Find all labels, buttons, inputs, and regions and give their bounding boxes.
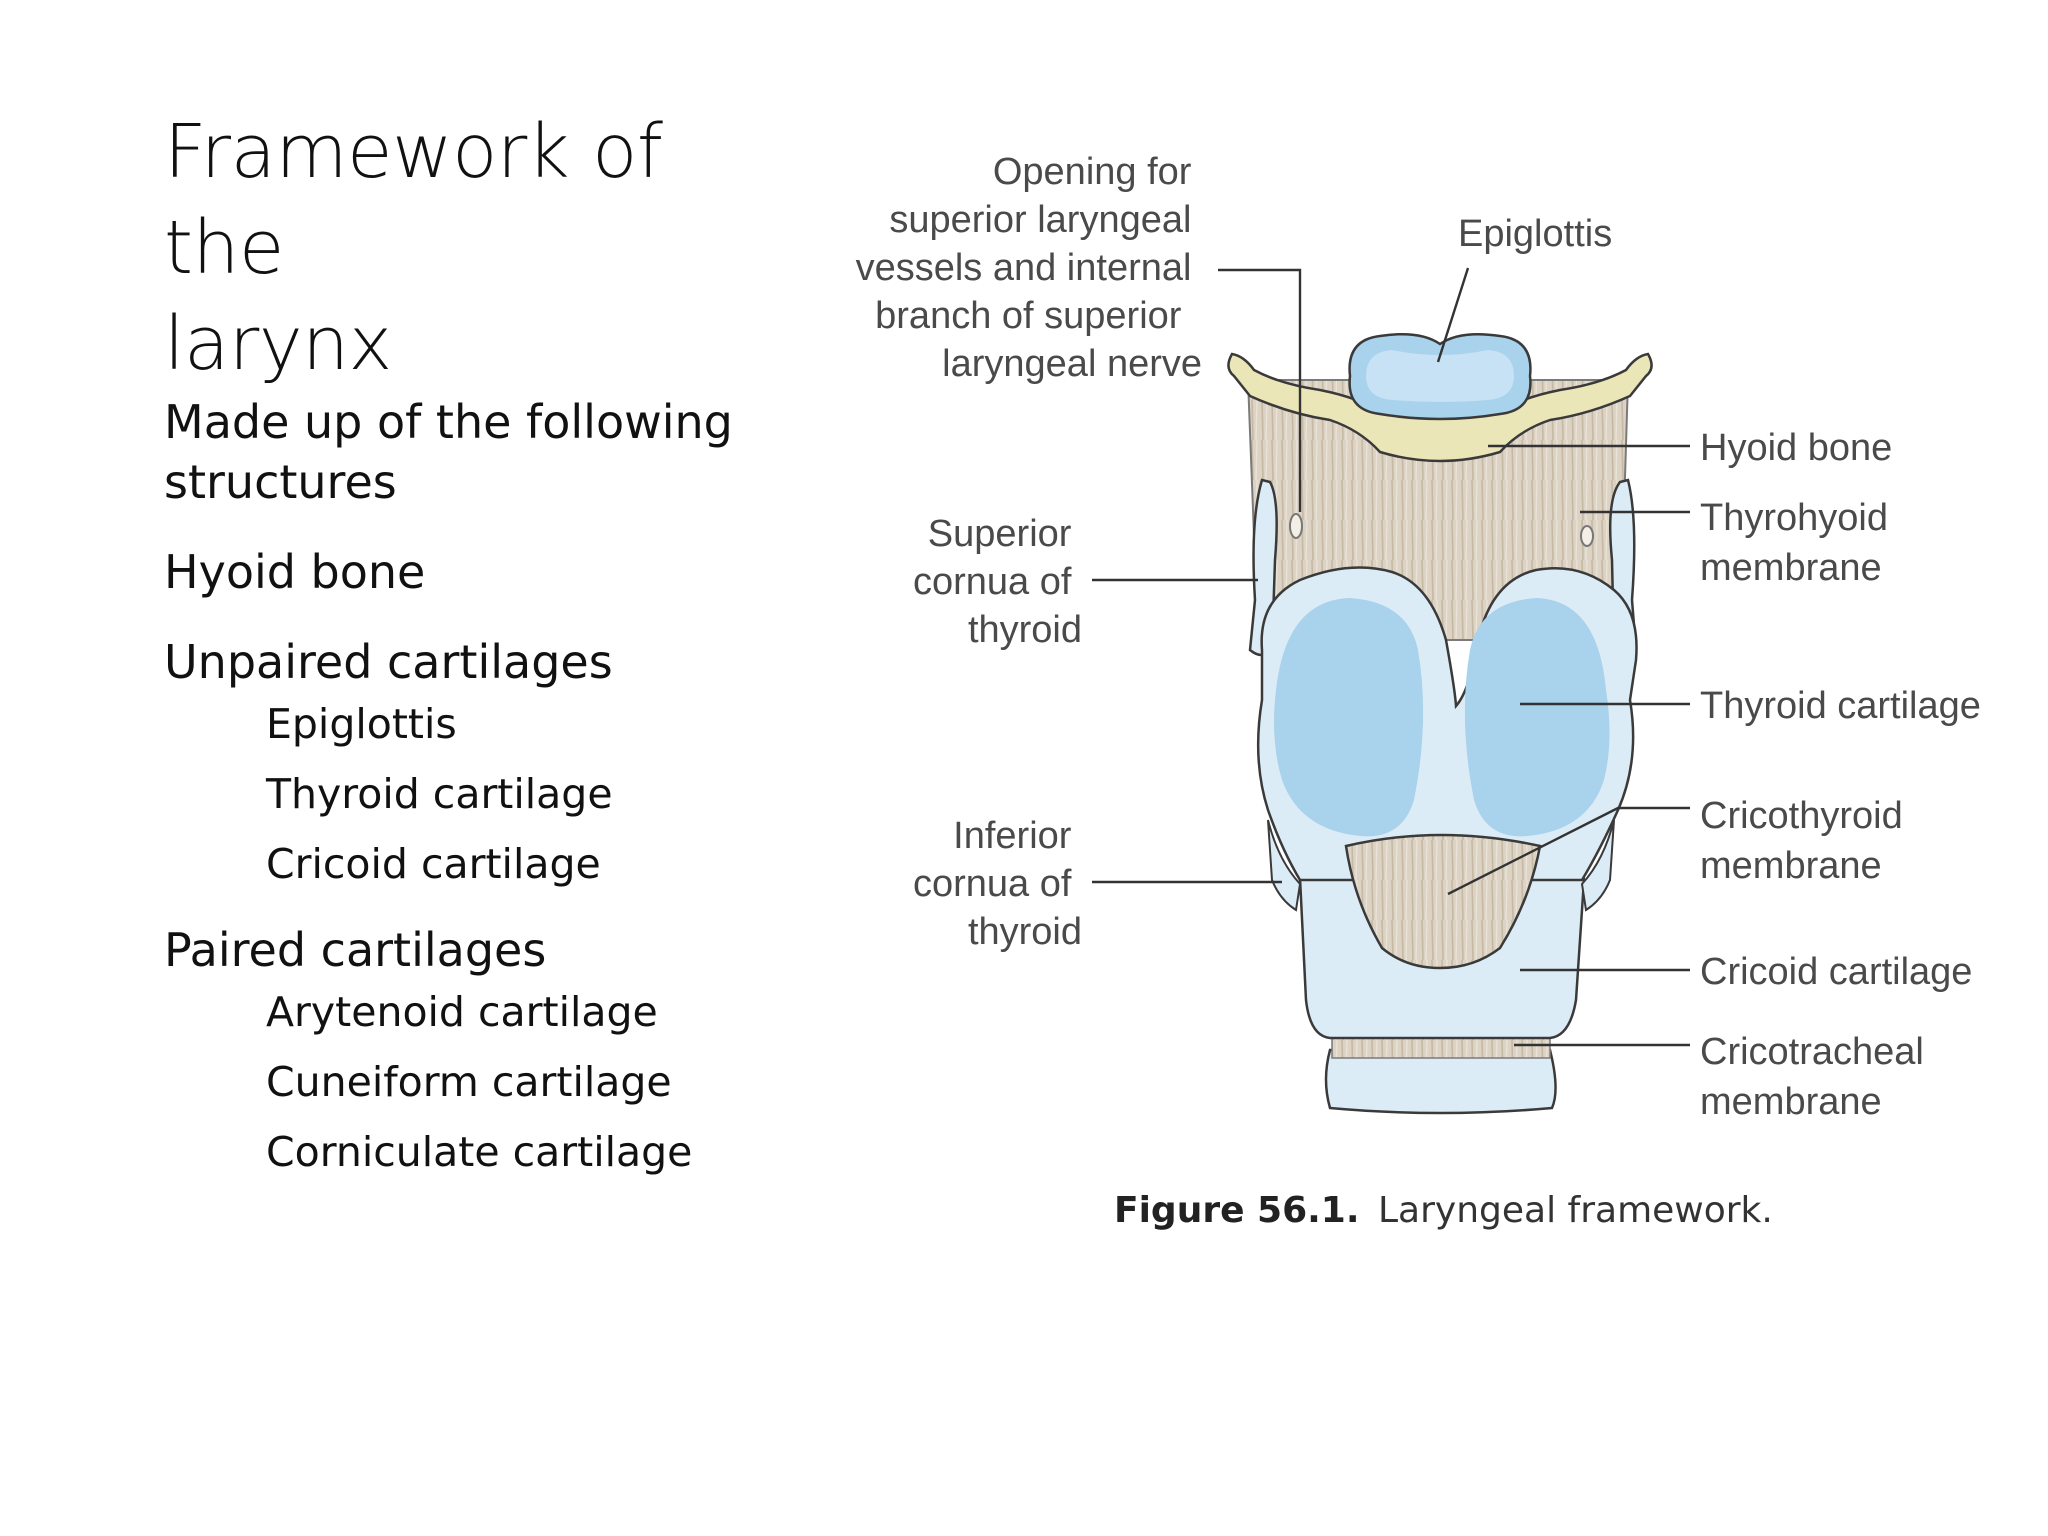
label-superior-cornua-line-3: thyroid xyxy=(968,609,1082,651)
bullet-paired-heading: Paired cartilages xyxy=(164,923,547,977)
label-thyrohyoid: Thyrohyoid membrane xyxy=(1700,497,1899,589)
tracheal-ring xyxy=(1324,1048,1557,1115)
figure-caption-number: Figure 56.1. xyxy=(1114,1190,1360,1231)
title-line-1: Framework of the xyxy=(164,109,663,291)
bullet-cricoid-cartilage: Cricoid cartilage xyxy=(266,840,601,888)
figure-caption-text: Laryngeal framework. xyxy=(1378,1190,1773,1231)
bullet-hyoid-bone: Hyoid bone xyxy=(164,545,426,599)
bullet-list: Made up of the following structures Hyoi… xyxy=(164,392,844,1196)
bullet-unpaired-heading: Unpaired cartilages xyxy=(164,635,613,689)
label-opening-line-1: Opening for xyxy=(993,151,1192,193)
leader-cricothyroid xyxy=(1447,806,1690,896)
label-opening-line-5: laryngeal nerve xyxy=(942,343,1202,385)
leader-opening xyxy=(1218,268,1302,512)
label-opening-line-2: superior laryngeal xyxy=(889,199,1191,241)
label-superior-cornua-line-1: Superior xyxy=(928,513,1072,555)
inferior-cornu-left xyxy=(1267,819,1302,912)
bullet-thyroid-cartilage: Thyroid cartilage xyxy=(266,770,613,818)
label-cricoid-cartilage: Cricoid cartilage xyxy=(1700,951,1972,993)
figure-caption: Figure 56.1. Laryngeal framework. xyxy=(1114,1190,1773,1231)
cricothyroid-membrane xyxy=(1344,833,1542,970)
label-inferior-cornua-line-3: thyroid xyxy=(968,911,1082,953)
label-opening: Opening for superior laryngeal vessels a… xyxy=(856,151,1202,385)
leader-epiglottis xyxy=(1436,267,1470,363)
label-cricotracheal: Cricotracheal membrane xyxy=(1700,1031,1934,1123)
thyroid-lamina-left xyxy=(1274,598,1424,837)
opening-right xyxy=(1580,525,1594,547)
label-inferior-cornua-line-1: Inferior xyxy=(953,815,1072,857)
opening-left xyxy=(1289,513,1303,539)
label-hyoid-bone: Hyoid bone xyxy=(1700,427,1892,469)
label-cricothyroid-line-2: membrane xyxy=(1700,845,1882,887)
label-cricotracheal-line-2: membrane xyxy=(1700,1081,1882,1123)
label-cricotracheal-line-1: Cricotracheal xyxy=(1700,1031,1924,1073)
inferior-cornu-right xyxy=(1580,819,1615,912)
slide-title: Framework of the larynx xyxy=(164,104,804,392)
bullet-corniculate-cartilage: Corniculate cartilage xyxy=(266,1128,693,1176)
label-epiglottis: Epiglottis xyxy=(1458,213,1612,255)
title-line-2: larynx xyxy=(164,301,392,387)
label-inferior-cornua: Inferior cornua of thyroid xyxy=(913,815,1082,953)
bullet-epiglottis: Epiglottis xyxy=(266,700,457,748)
label-superior-cornua-line-2: cornua of xyxy=(913,561,1072,603)
bullet-arytenoid-cartilage: Arytenoid cartilage xyxy=(266,988,658,1036)
epiglottis-inner xyxy=(1366,350,1514,402)
label-opening-line-4: branch of superior xyxy=(875,295,1182,337)
label-thyrohyoid-line-2: membrane xyxy=(1700,547,1882,589)
label-opening-line-3: vessels and internal xyxy=(856,247,1192,289)
bullet-cuneiform-cartilage: Cuneiform cartilage xyxy=(266,1058,672,1106)
label-thyroid-cartilage: Thyroid cartilage xyxy=(1700,685,1981,727)
label-inferior-cornua-line-2: cornua of xyxy=(913,863,1072,905)
thyroid-lamina-right xyxy=(1464,598,1610,837)
bullet-intro: Made up of the following structures xyxy=(164,395,733,509)
label-cricothyroid-line-1: Cricothyroid xyxy=(1700,795,1903,837)
label-superior-cornua: Superior cornua of thyroid xyxy=(913,513,1082,651)
label-cricothyroid: Cricothyroid membrane xyxy=(1700,795,1913,887)
label-thyrohyoid-line-1: Thyrohyoid xyxy=(1700,497,1888,539)
